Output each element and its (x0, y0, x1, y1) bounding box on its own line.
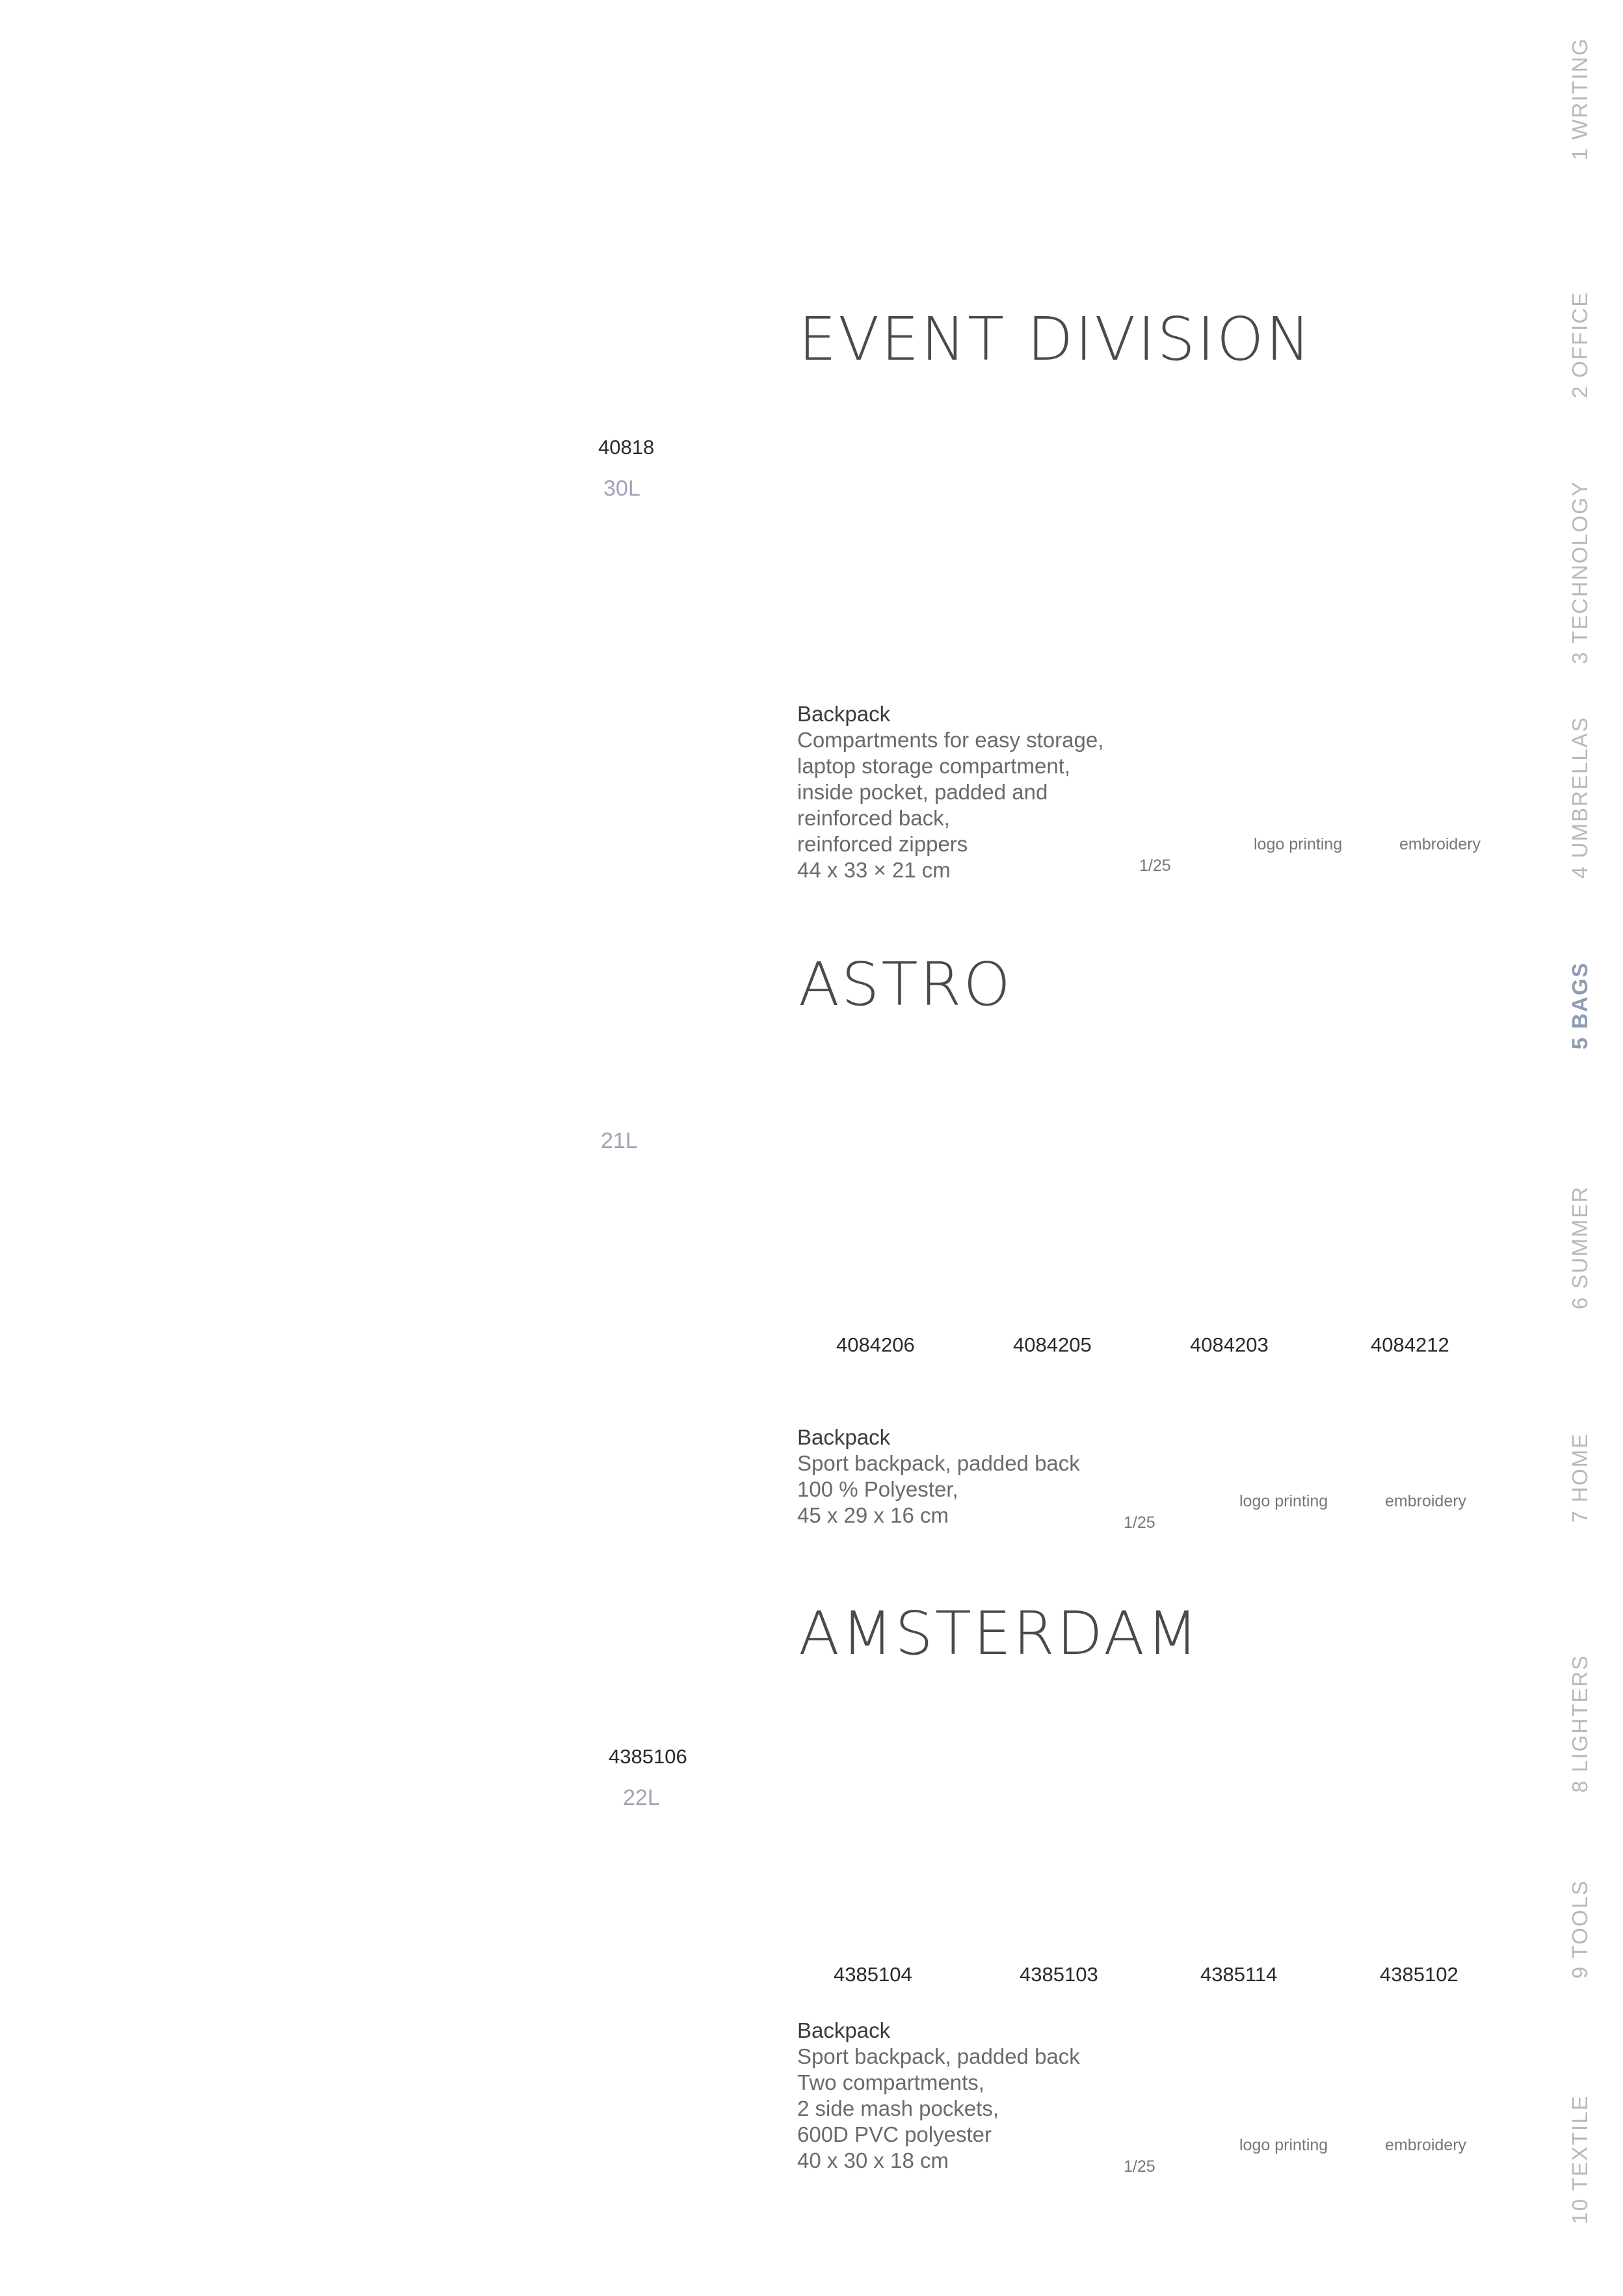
description-heading: Backpack (797, 2018, 891, 2042)
description-line: 44 x 33 × 21 cm (797, 858, 951, 882)
sidebar-item-tools[interactable]: 9 TOOLS (1568, 1879, 1592, 1979)
product-description: Backpack Sport backpack, padded back 100… (797, 1424, 1135, 1528)
variant-code: 4385104 (834, 1963, 912, 1986)
sidebar-item-bags[interactable]: 5 BAGS (1568, 961, 1592, 1050)
variant-code: 4385103 (1020, 1963, 1098, 1986)
variant-code: 4385102 (1380, 1963, 1458, 1986)
logo-printing-label: logo printing (1239, 1492, 1328, 1510)
description-line: 100 % Polyester, (797, 1477, 958, 1501)
sidebar-item-office[interactable]: 2 OFFICE (1568, 291, 1592, 399)
description-line: 2 side mash pockets, (797, 2096, 999, 2120)
embroidery-label: embroidery (1399, 835, 1481, 853)
sidebar-item-home[interactable]: 7 HOME (1568, 1432, 1592, 1523)
description-line: 45 x 29 x 16 cm (797, 1503, 949, 1527)
product-code: 4385106 (609, 1745, 687, 1768)
description-line: laptop storage compartment, (797, 754, 1071, 778)
sidebar-item-lighters[interactable]: 8 LIGHTERS (1568, 1654, 1592, 1793)
description-line: inside pocket, padded and (797, 780, 1048, 804)
sidebar-item-technology[interactable]: 3 TECHNOLOGY (1568, 481, 1592, 664)
description-line: reinforced zippers (797, 832, 968, 856)
embroidery-label: embroidery (1385, 1492, 1467, 1510)
variant-code: 4084206 (836, 1333, 915, 1356)
description-line: Sport backpack, padded back (797, 2044, 1080, 2068)
description-line: 600D PVC polyester (797, 2122, 992, 2146)
description-heading: Backpack (797, 1425, 891, 1449)
packing-ratio: 1/25 (1124, 2157, 1155, 2176)
sidebar-item-umbrellas[interactable]: 4 UMBRELLAS (1568, 716, 1592, 879)
description-heading: Backpack (797, 702, 891, 726)
sidebar-item-summer[interactable]: 6 SUMMER (1568, 1185, 1592, 1310)
sidebar-item-writing[interactable]: 1 WRITING (1568, 37, 1592, 161)
variant-code: 4084205 (1013, 1333, 1092, 1356)
variant-code: 4084203 (1190, 1333, 1269, 1356)
product-description: Backpack Sport backpack, padded back Two… (797, 2018, 1135, 2174)
logo-printing-label: logo printing (1254, 835, 1343, 853)
product-description: Backpack Compartments for easy storage, … (797, 701, 1135, 883)
section-title-astro: ASTRO (798, 950, 1012, 1019)
variant-code: 4084212 (1371, 1333, 1449, 1356)
embroidery-label: embroidery (1385, 2136, 1467, 2154)
description-line: Compartments for easy storage, (797, 728, 1104, 752)
packing-ratio: 1/25 (1124, 1514, 1155, 1532)
variant-code: 4385114 (1200, 1963, 1278, 1986)
section-title-event-division: EVENT DIVISION (798, 304, 1313, 374)
capacity-badge: 21L (601, 1128, 638, 1153)
product-code: 40818 (598, 436, 655, 459)
sidebar-item-textile[interactable]: 10 TEXTILE (1568, 2094, 1592, 2224)
capacity-badge: 22L (623, 1785, 660, 1810)
section-title-amsterdam: AMSTERDAM (798, 1599, 1200, 1668)
capacity-badge: 30L (603, 476, 640, 501)
logo-printing-label: logo printing (1239, 2136, 1328, 2154)
packing-ratio: 1/25 (1139, 857, 1171, 875)
description-line: reinforced back, (797, 806, 950, 830)
description-line: Two compartments, (797, 2070, 984, 2094)
category-sidebar: 1 WRITING 2 OFFICE 3 TECHNOLOGY 4 UMBREL… (1561, 0, 1600, 2296)
description-line: 40 x 30 x 18 cm (797, 2148, 949, 2172)
description-line: Sport backpack, padded back (797, 1451, 1080, 1475)
